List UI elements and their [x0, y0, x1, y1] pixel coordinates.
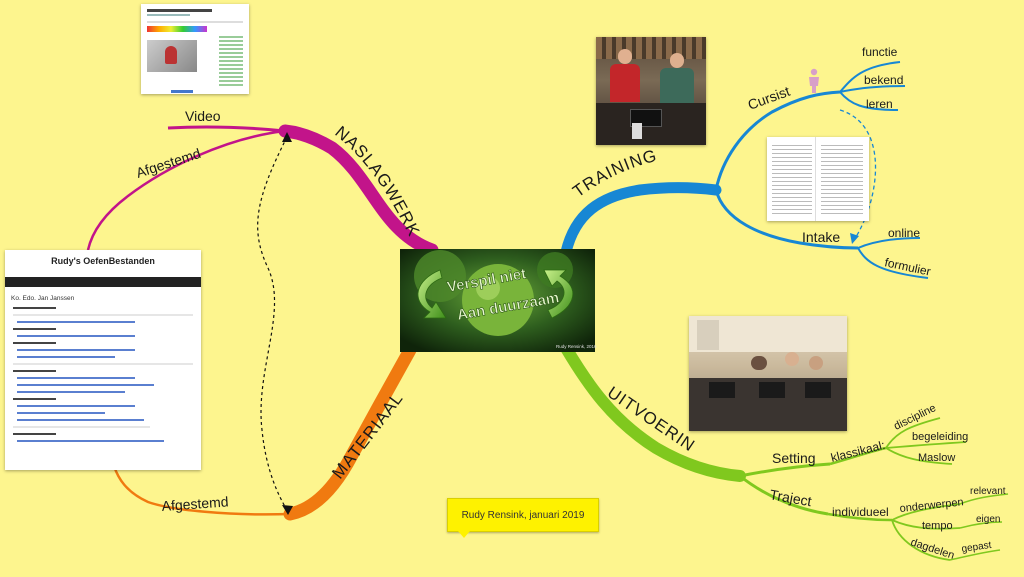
cursist-intake-dashed	[839, 109, 877, 241]
website-subtitle-line	[5, 267, 201, 271]
naslagwerk-branch	[278, 124, 439, 257]
naslagwerk-label: NASLAGWERK	[331, 122, 423, 239]
cursist-intake-arrow	[850, 233, 859, 244]
setting-label: Setting	[772, 450, 816, 466]
klassikaal-label: klassikaal:	[829, 438, 886, 465]
functie-branch	[839, 61, 901, 93]
afgestemd-bottom-label: Afgestemd	[161, 493, 229, 514]
individueel-label: individueel	[832, 505, 889, 519]
materiaal-label: MATERIAAL	[328, 389, 407, 483]
author-callout-text: Rudy Rensink, januari 2019	[461, 509, 585, 521]
cursist-label: Cursist	[746, 83, 793, 113]
tempo-branch	[891, 519, 961, 530]
maslow-branch	[885, 447, 953, 465]
intake-label: Intake	[802, 229, 840, 245]
begeleiding-branch	[885, 441, 967, 449]
green-arrow-left	[417, 269, 447, 319]
dagdelen-label: dagdelen	[909, 536, 956, 561]
relevant-label: relevant	[970, 486, 1006, 497]
traject-label: Traject	[768, 486, 813, 509]
central-image: Verspil niet Aan duurzaam Rudy Rensink, …	[400, 249, 597, 352]
cursist-photo	[596, 37, 706, 145]
leren-branch	[839, 91, 899, 111]
eigen-label: eigen	[976, 514, 1000, 525]
gepast-label: gepast	[961, 540, 992, 555]
center-credit: Rudy Rensink, 2016	[556, 344, 597, 349]
materiaal-afgestemd-branch	[112, 465, 291, 516]
dagdelen-branch	[891, 519, 951, 561]
gepast-branch	[949, 549, 1001, 561]
begeleiding-label: begeleiding	[912, 431, 968, 443]
website-title: Rudy's OefenBestanden	[51, 256, 155, 266]
naslagwerk-video-branch	[167, 125, 286, 133]
dashed-link	[257, 136, 288, 511]
person-icon	[809, 68, 819, 93]
relevant-branch	[959, 493, 1009, 505]
website-thumbnail: Rudy's OefenBestanden Ko. Edo. Jan Janss…	[5, 250, 201, 470]
video-label: Video	[185, 108, 221, 124]
afgestemd-top-label: Afgestemd	[134, 145, 203, 181]
classroom-photo	[689, 316, 847, 431]
formulier-branch	[857, 247, 929, 279]
green-arrow-right	[543, 269, 574, 319]
maslow-label: Maslow	[918, 452, 955, 464]
klassikaal-branch	[829, 446, 887, 466]
individueel-branch	[827, 512, 893, 522]
dashed-link-arrow-top	[282, 132, 292, 142]
video-page-thumbnail	[141, 4, 249, 94]
website-heading: Ko. Edo. Jan Janssen	[11, 295, 75, 302]
leren-label: leren	[866, 97, 893, 111]
dashed-link-arrow-bottom	[282, 505, 293, 515]
traject-branch	[739, 474, 829, 516]
setting-branch	[739, 462, 831, 478]
intake-branch	[714, 189, 859, 250]
website-nav	[5, 277, 201, 287]
discipline-branch	[885, 417, 941, 449]
training-branch	[560, 182, 722, 258]
eigen-branch	[959, 521, 1003, 529]
tempo-label: tempo	[922, 520, 953, 532]
bekend-branch	[839, 85, 906, 93]
discipline-label: discipline	[892, 402, 938, 433]
online-label: online	[888, 226, 920, 240]
online-branch	[857, 237, 921, 249]
intake-form-thumbnail	[767, 137, 869, 221]
cursist-branch	[714, 90, 841, 191]
author-callout: Rudy Rensink, januari 2019	[447, 498, 599, 538]
naslagwerk-afgestemd-branch	[86, 129, 286, 251]
onderwerpen-branch	[891, 503, 961, 521]
onderwerpen-label: onderwerpen	[899, 496, 964, 515]
bekend-label: bekend	[864, 73, 903, 87]
uitvoering-branch	[560, 342, 746, 482]
materiaal-branch	[283, 343, 417, 521]
functie-label: functie	[862, 45, 898, 59]
